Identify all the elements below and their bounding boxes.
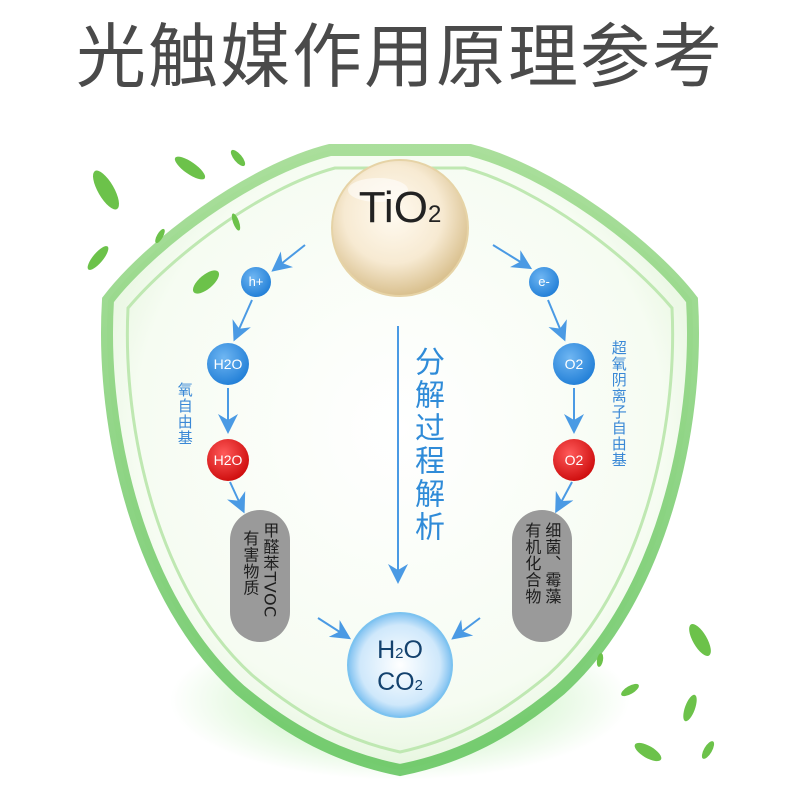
leaf-decorations xyxy=(87,149,715,762)
reaction-arrows xyxy=(218,244,584,640)
hydroxyl-radical-node xyxy=(207,439,249,481)
h2o-label: H2O xyxy=(213,356,243,372)
electron-particle xyxy=(529,267,559,297)
right-radical-description: 超氧阴离子自由基 xyxy=(609,340,628,468)
pollutant-pill-left xyxy=(230,510,290,642)
h2o-node xyxy=(207,343,249,385)
o2-node xyxy=(553,343,595,385)
left-pill-text-col1: 甲醛苯TVOC xyxy=(260,522,280,618)
superoxide-radical-node xyxy=(553,439,595,481)
right-pill-text-col2: 有机化合物 xyxy=(522,522,542,605)
superoxide-radical-label: O2 xyxy=(564,452,584,468)
o2-label: O2 xyxy=(564,356,584,372)
left-pill-text-col2: 有害物质 xyxy=(240,530,260,596)
tio2-label: TiO2 xyxy=(358,183,442,232)
right-pill-text-col1: 细菌、霉藻 xyxy=(542,522,562,605)
pollutant-pill-right xyxy=(512,510,572,642)
electron-label: e- xyxy=(538,274,550,289)
page-title: 光触媒作用原理参考 xyxy=(76,16,724,98)
product-label: H2O CO2 xyxy=(377,636,423,696)
product-sphere xyxy=(347,612,453,718)
left-radical-description: 氧自由基 xyxy=(175,382,194,446)
hole-particle xyxy=(241,267,271,297)
center-process-label: 分解过程解析 xyxy=(409,346,444,544)
hole-label: h+ xyxy=(248,274,264,289)
hydroxyl-radical-label: H2O xyxy=(213,452,243,468)
